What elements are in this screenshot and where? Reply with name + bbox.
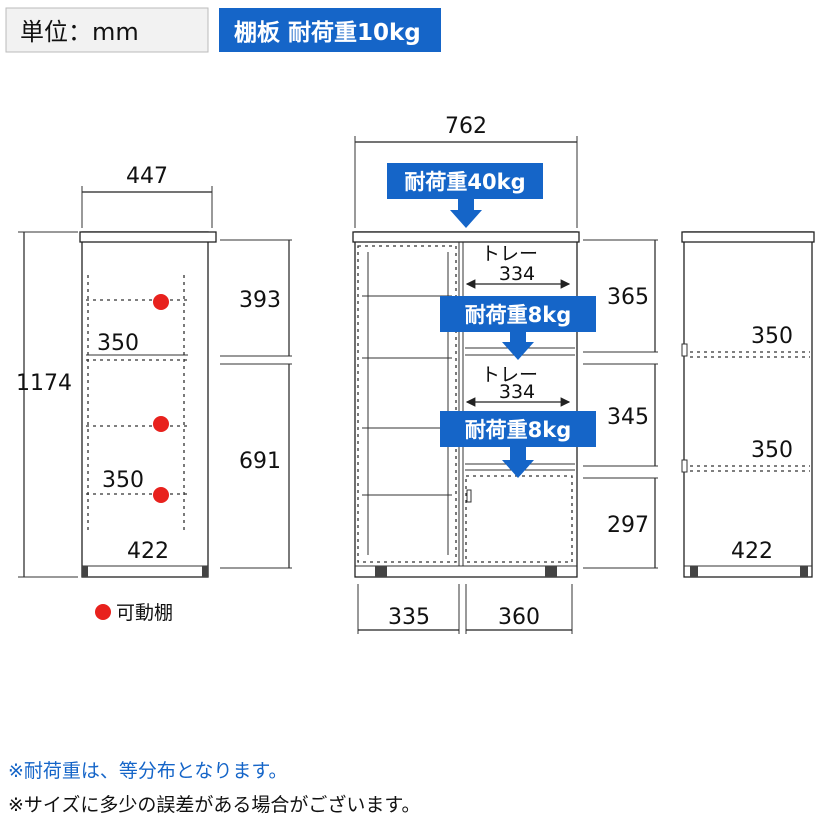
left-shelf-width-1: 350 bbox=[97, 331, 139, 356]
tray-width-2: 334 bbox=[499, 381, 535, 403]
note-size-tolerance: ※サイズに多少の誤差がある場合がございます。 bbox=[8, 793, 420, 816]
total-height-label: 1174 bbox=[16, 371, 72, 396]
tray-load-badge-2 bbox=[440, 411, 596, 447]
tray-load-badge-1 bbox=[440, 296, 596, 332]
left-width-label: 447 bbox=[126, 164, 168, 189]
right-shelf-width-1: 350 bbox=[751, 324, 793, 349]
legend-label: 可動棚 bbox=[116, 602, 173, 624]
left-compartment-width: 335 bbox=[388, 605, 430, 630]
left-shelf-width-2: 350 bbox=[102, 468, 144, 493]
top-load-arrow bbox=[450, 199, 482, 228]
tray-load-arrow-1 bbox=[502, 332, 534, 360]
tray-load-label-1: 耐荷重8kg bbox=[465, 303, 572, 327]
left-inner-width: 422 bbox=[127, 539, 169, 564]
right-side-view: 350 350 422 bbox=[681, 231, 815, 578]
unit-badge: 単位：mm bbox=[5, 7, 209, 53]
movable-shelf-dot-2 bbox=[153, 416, 169, 432]
section-height-1: 365 bbox=[607, 285, 649, 310]
note-load-distribution: ※耐荷重は、等分布となります。 bbox=[8, 760, 287, 782]
left-side-view: 447 350 350 422 1174 bbox=[16, 164, 292, 624]
shelf-load-badge: 棚板 耐荷重10kg bbox=[219, 8, 441, 52]
section-height-2: 345 bbox=[607, 405, 649, 430]
tray-label-1: トレー bbox=[481, 243, 538, 265]
front-view: 762 耐荷重40kg トレー 334 bbox=[352, 114, 658, 634]
right-compartment-width: 360 bbox=[498, 605, 540, 630]
tray-load-arrow-2 bbox=[502, 447, 534, 478]
shelf-load-label: 棚板 耐荷重10kg bbox=[234, 20, 421, 46]
top-load-label: 耐荷重40kg bbox=[404, 170, 525, 194]
legend-red-dot bbox=[95, 604, 111, 620]
movable-shelf-dot-1 bbox=[153, 294, 169, 310]
lower-section-height: 691 bbox=[239, 449, 281, 474]
front-width-label: 762 bbox=[445, 114, 487, 139]
movable-shelf-dot-3 bbox=[153, 487, 169, 503]
upper-section-height: 393 bbox=[239, 288, 281, 313]
tray-width-1: 334 bbox=[499, 263, 535, 285]
right-inner-width: 422 bbox=[731, 539, 773, 564]
tray-load-label-2: 耐荷重8kg bbox=[465, 418, 572, 442]
unit-label: 単位：mm bbox=[20, 18, 139, 46]
right-shelf-width-2: 350 bbox=[751, 438, 793, 463]
section-height-3: 297 bbox=[607, 513, 649, 538]
top-load-badge bbox=[387, 163, 543, 199]
tray-label-2: トレー bbox=[481, 364, 538, 386]
